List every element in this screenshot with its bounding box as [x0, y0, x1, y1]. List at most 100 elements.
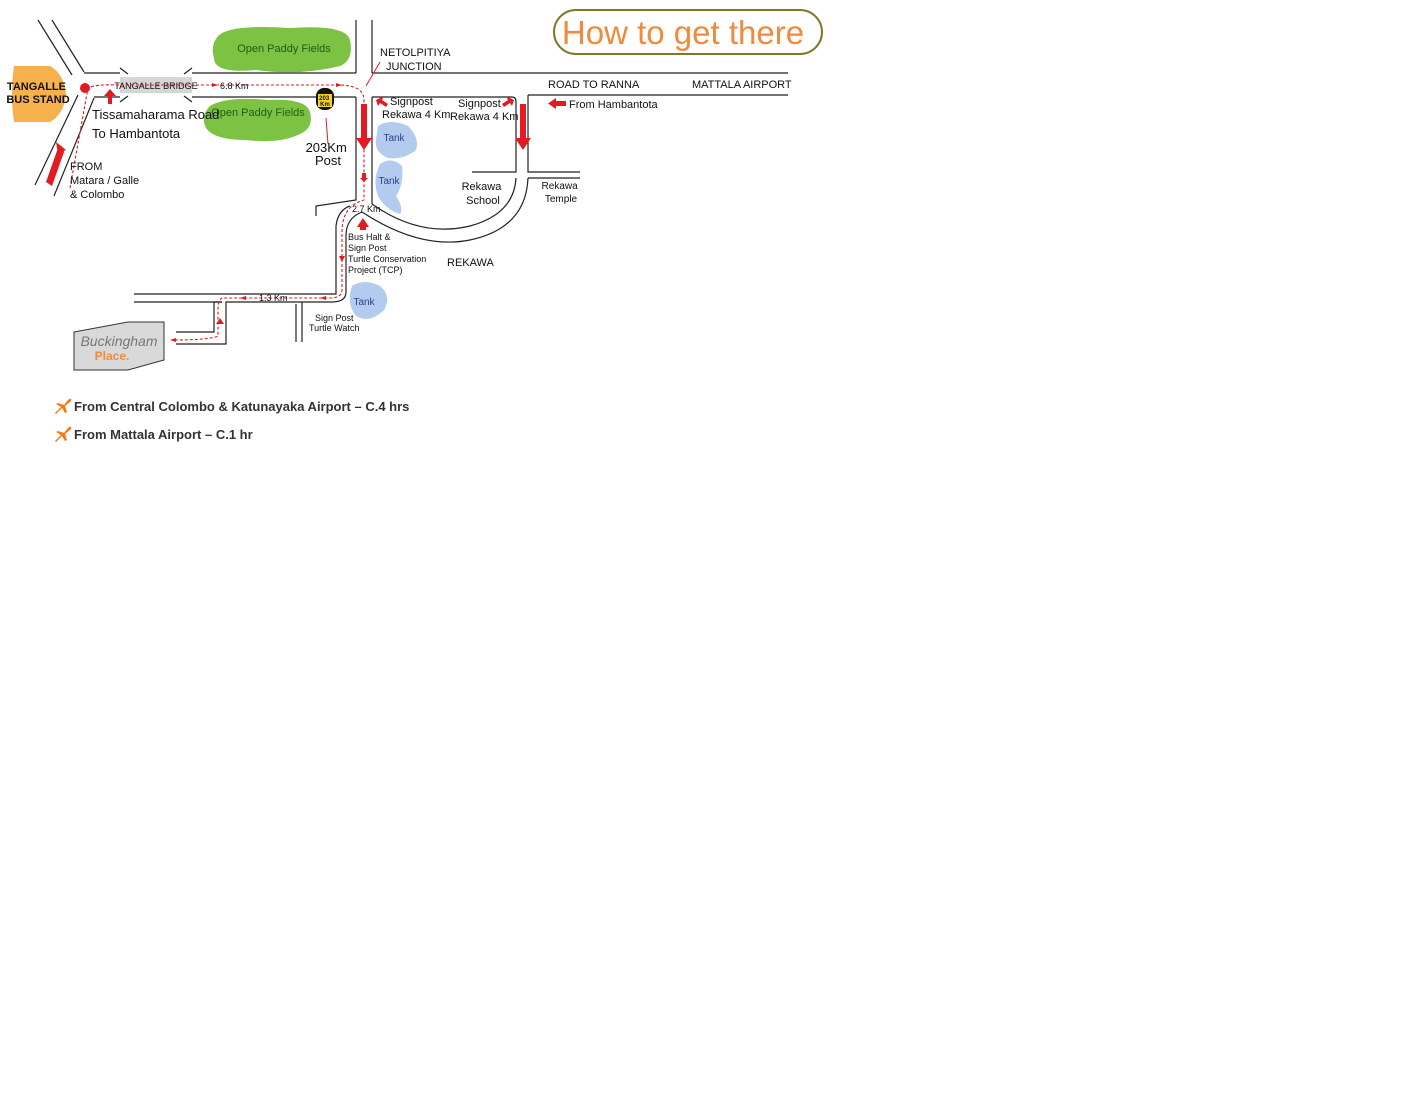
road-a2-upper-left — [37, 19, 73, 76]
road-a2-lower-right — [53, 97, 95, 197]
arrow-junction-east — [336, 83, 342, 87]
route-line — [69, 84, 365, 341]
road-south-west — [134, 205, 351, 295]
rekawa-school-label-line2: School — [466, 195, 500, 207]
arrow-to-hotel — [170, 338, 176, 342]
junction-pointer — [365, 61, 381, 87]
distance-rekawa-hotel: 1.3 Km — [259, 293, 288, 303]
hotel-name-line1: Buckingham — [80, 333, 157, 349]
mattala-airport-label: MATTALA AIRPORT — [692, 79, 792, 91]
airplane-icon — [55, 398, 72, 414]
junction-label: NETOLPITIYA JUNCTION — [380, 47, 453, 73]
arrow-bus-halt-head — [357, 218, 369, 227]
km-post-203: 203 Km — [316, 88, 334, 110]
tank-3-label: Tank — [353, 297, 375, 308]
page-title: How to get there — [562, 14, 804, 51]
tank-3-shape — [349, 282, 388, 319]
road-loop-outer-curve — [361, 177, 529, 243]
signpost-arrow-left — [376, 96, 388, 107]
rekawa-school-label-line1: Rekawa — [462, 181, 503, 193]
bus-halt-label-line4: Project (TCP) — [348, 265, 403, 275]
post-203-label: 203Km Post — [306, 140, 351, 168]
tangalle-bridge: TANGALLE BRIDGE — [114, 77, 198, 93]
bus-halt-label-line3: Turtle Conservation — [348, 254, 426, 264]
start-dot — [80, 83, 90, 93]
arrow-from-hambantota — [548, 98, 566, 109]
from-matara-label-line1: FROM — [70, 161, 102, 173]
road-loop-inner-top — [372, 96, 517, 173]
km-post-badge-line1: 203 — [319, 96, 330, 102]
paddy-field-south-label: Open Paddy Fields — [211, 107, 305, 119]
map-labels: NETOLPITIYA JUNCTION ROAD TO RANNA MATTA… — [70, 47, 792, 333]
road-network — [34, 19, 788, 345]
rekawa-label: REKAWA — [447, 257, 495, 269]
signpost-left-label: Signpost Rekawa 4 Km — [382, 96, 450, 121]
hotel-shape — [73, 321, 165, 371]
sign-turtle-watch-label-line1: Sign Post — [315, 313, 354, 323]
signpost-left-label-line1: Signpost — [390, 96, 433, 108]
road-turtle-watch — [295, 302, 303, 342]
signpost-left-label-line2: Rekawa 4 Km — [382, 109, 450, 121]
arrow-west-2 — [320, 296, 326, 300]
tissa-road-label-line1: Tissamaharama Road — [92, 107, 219, 122]
bus-halt-label: Bus Halt & Sign Post Turtle Conservation… — [348, 232, 429, 275]
road-a2-lower-left — [34, 94, 79, 186]
map-canvas: How to get there — [6, 9, 823, 371]
post-203-label-line2: Post — [315, 153, 341, 168]
arrow-north-hotel — [216, 318, 224, 324]
arrow-tissa-shaft — [108, 94, 112, 104]
road-temple-top — [527, 95, 580, 173]
from-hambantota-label: From Hambantota — [569, 99, 659, 111]
km-post-plate — [318, 94, 332, 107]
arrow-west-1 — [240, 296, 246, 300]
bus-stand-label-line1: TANGALLE — [7, 81, 66, 93]
route-path — [46, 61, 566, 342]
bridge-label: TANGALLE BRIDGE — [114, 81, 197, 91]
road-hotel-inner — [176, 301, 222, 333]
sign-turtle-watch-label: Sign Post Turtle Watch — [309, 313, 359, 333]
signpost-arrow-right — [502, 96, 514, 107]
post-203-label-line1: 203Km — [306, 140, 347, 155]
arrow-tissa-head — [104, 89, 116, 96]
legend-item-mattala: From Mattala Airport – C.1 hr — [54, 424, 253, 444]
title-banner: How to get there — [553, 9, 823, 55]
title-frame — [553, 9, 823, 55]
arrow-bridge-east — [212, 83, 218, 87]
road-loop-inner-curve — [371, 177, 517, 230]
signpost-right-label-line1: Signpost — [458, 98, 501, 110]
rekawa-school-label: Rekawa School — [462, 181, 505, 207]
bus-halt-label-line1: Bus Halt & — [348, 232, 391, 242]
legend-item-colombo: From Central Colombo & Katunayaka Airpor… — [54, 396, 409, 416]
legend-text-mattala: From Mattala Airport – C.1 hr — [74, 426, 253, 442]
from-matara-label-line3: & Colombo — [70, 189, 124, 201]
distance-junction-rekawa: 2.7 Km — [352, 204, 381, 214]
road-a2-upper-right — [51, 19, 85, 73]
tissa-road-label-line2: To Hambantota — [92, 126, 181, 141]
rekawa-temple-label: Rekawa Temple — [542, 181, 581, 205]
bus-stand-shape — [12, 66, 66, 122]
signpost-right-label-line2: Rekawa 4 Km — [450, 111, 518, 123]
hotel-name-line2: Place. — [95, 349, 130, 363]
airplane-icon — [55, 426, 72, 442]
paddy-field-north — [212, 27, 351, 73]
tank-1-label: Tank — [383, 133, 405, 144]
road-to-ranna-label: ROAD TO RANNA — [548, 79, 640, 91]
road-south-east — [176, 211, 363, 345]
post-203-pointer — [325, 117, 329, 145]
rekawa-temple-label-line2: Temple — [545, 194, 578, 205]
arrow-from-matara-head — [56, 142, 66, 154]
paddy-fields: Open Paddy Fields Open Paddy Fields — [203, 27, 351, 142]
bus-stand-label: TANGALLE BUS STAND — [6, 81, 69, 106]
bridge-rails — [119, 67, 193, 103]
signpost-right-label: Signpost Rekawa 4 Km — [450, 98, 518, 123]
km-post-badge-text: 203 Km — [319, 96, 331, 108]
from-matara-label-line2: Matara / Galle — [70, 175, 139, 187]
distance-bridge-junction: 6.8 Km — [220, 81, 249, 91]
arrow-small-south — [360, 173, 368, 182]
km-post-badge-line2: Km — [320, 102, 330, 108]
tanks: Tank Tank Tank — [349, 122, 417, 319]
from-matara-label: FROM Matara / Galle & Colombo — [70, 161, 142, 201]
arrow-hambantota-south — [515, 104, 531, 150]
bus-stand-label-line2: BUS STAND — [6, 94, 69, 106]
bridge-shape — [120, 77, 192, 93]
